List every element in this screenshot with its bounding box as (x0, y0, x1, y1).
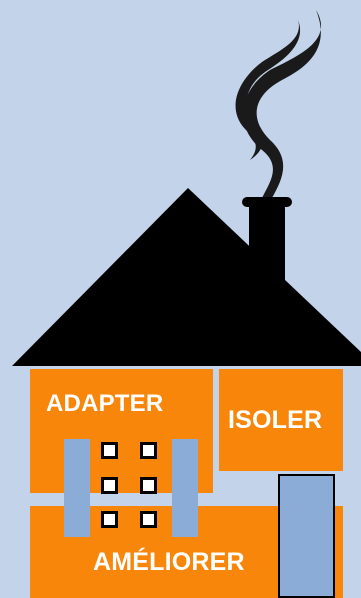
window-pane (101, 511, 118, 528)
roof-triangle (12, 188, 361, 366)
adapter-label: ADAPTER (46, 390, 164, 417)
right-shutter (172, 439, 198, 537)
window-pane (140, 442, 157, 459)
chimney-icon (249, 200, 285, 300)
window-pane (101, 477, 118, 494)
chimney-cap (242, 197, 292, 207)
smoke-icon (243, 10, 322, 198)
window-icon (98, 438, 166, 540)
ameliorer-label: AMÉLIORER (93, 548, 245, 576)
door-icon (278, 474, 335, 598)
window-pane (101, 442, 118, 459)
isoler-label: ISOLER (228, 406, 323, 434)
window-pane (140, 511, 157, 528)
window-pane (140, 477, 157, 494)
isoler-block (219, 369, 343, 471)
left-shutter (64, 439, 90, 537)
roof-icon (12, 10, 361, 366)
